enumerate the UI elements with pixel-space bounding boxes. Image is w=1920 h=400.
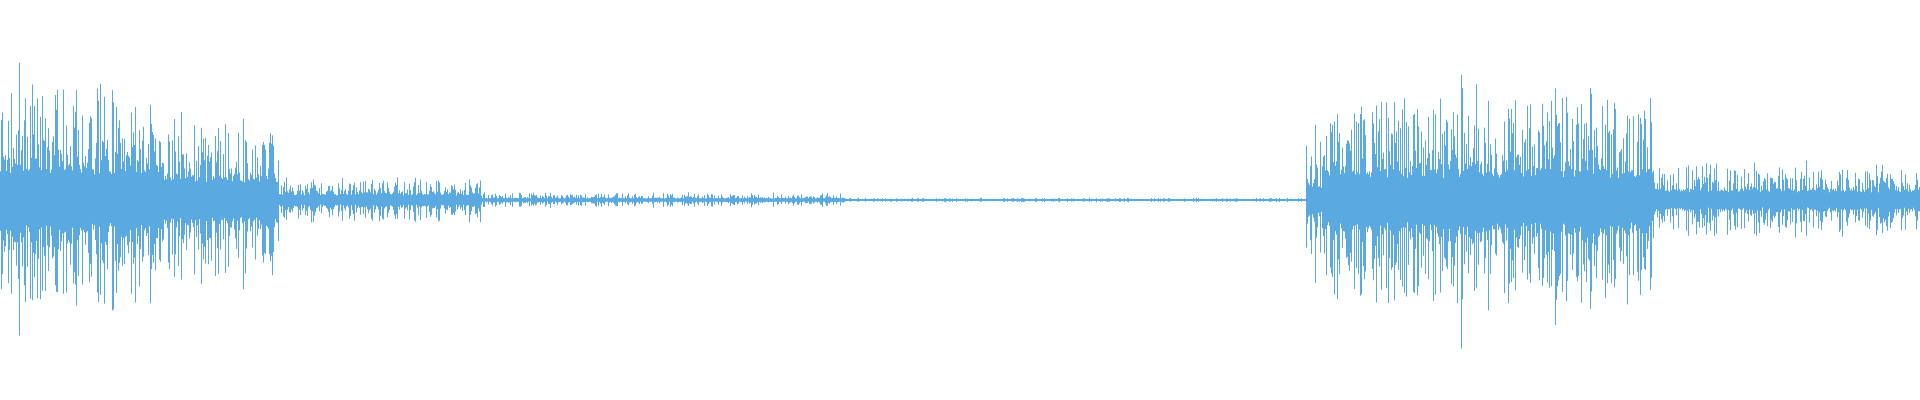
waveform-path [0,62,1920,349]
